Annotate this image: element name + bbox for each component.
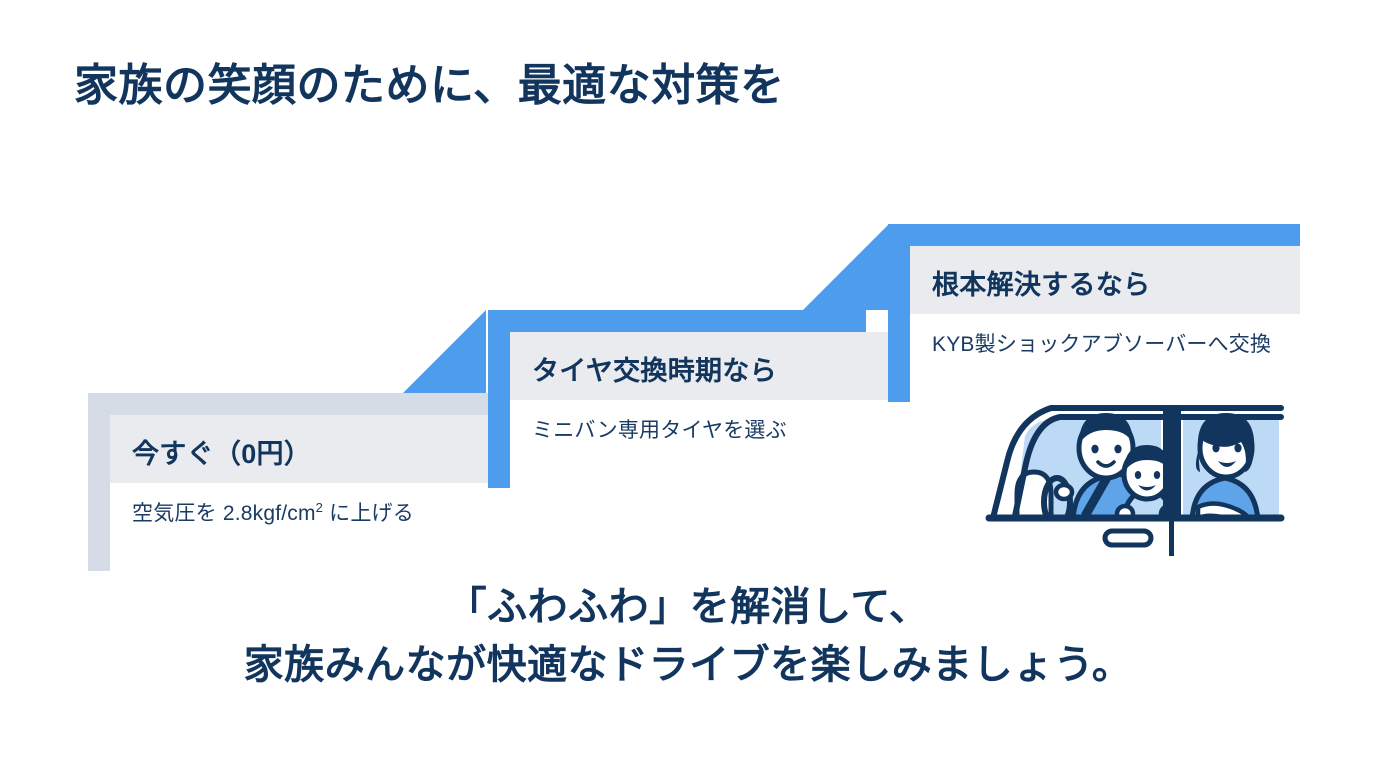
step-frame-top-bar bbox=[88, 393, 488, 415]
step-body-prefix: 空気圧を 2.8kgf/cm bbox=[132, 502, 316, 525]
step-frame-top-bar bbox=[488, 310, 866, 332]
step-frame-left-bar bbox=[88, 393, 110, 571]
step-card-tire-change[interactable]: タイヤ交換時期なら ミニバン専用タイヤを選ぶ bbox=[488, 310, 888, 488]
closing-line-1: 「ふわふわ」を解消して、 bbox=[446, 585, 930, 629]
step-frame-top-bar bbox=[888, 224, 1300, 246]
step-card-fundamental-fix[interactable]: 根本解決するなら KYB製ショックアブソーバーへ交換 bbox=[888, 224, 1300, 402]
step-connector-triangle-1 bbox=[403, 310, 486, 393]
step-heading: タイヤ交換時期なら bbox=[532, 356, 777, 386]
step-heading: 根本解決するなら bbox=[932, 270, 1151, 300]
page-title: 家族の笑顔のために、最適な対策を bbox=[74, 61, 785, 110]
step-frame-left-bar bbox=[488, 310, 510, 488]
closing-line-2: 家族みんなが快適なドライブを楽しみましょう。 bbox=[243, 643, 1133, 687]
step-body: ミニバン専用タイヤを選ぶ bbox=[532, 419, 787, 442]
step-body: KYB製ショックアブソーバーへ交換 bbox=[932, 333, 1272, 356]
family-in-car-illustration bbox=[985, 386, 1285, 566]
step-body-superscript: 2 bbox=[315, 500, 324, 515]
step-heading: 今すぐ（0円） bbox=[132, 439, 312, 469]
step-heading-band bbox=[910, 246, 1300, 314]
closing-message: 「ふわふわ」を解消して、 家族みんなが快適なドライブを楽しみましょう。 bbox=[0, 578, 1376, 694]
step-body-suffix: に上げる bbox=[323, 502, 414, 525]
step-connector-triangle-2 bbox=[803, 224, 889, 310]
step-frame-left-bar bbox=[888, 224, 910, 402]
step-heading-band bbox=[110, 415, 488, 483]
step-card-now[interactable]: 今すぐ（0円） 空気圧を 2.8kgf/cm2 に上げる bbox=[88, 393, 488, 571]
step-body: 空気圧を 2.8kgf/cm2 に上げる bbox=[132, 497, 414, 527]
step-heading-band bbox=[510, 332, 888, 400]
